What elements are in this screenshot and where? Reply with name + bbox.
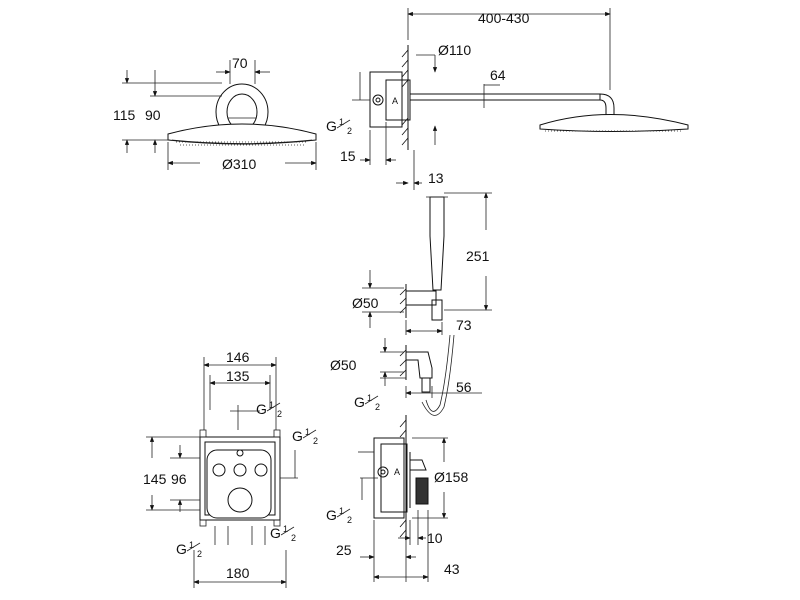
mark-a-top: A	[392, 96, 398, 106]
dim-56: 56	[456, 379, 472, 395]
concealed-box-side-view: A Ø158 G 1 2 10 25 43	[326, 415, 468, 582]
thread-g-box-bl: G	[176, 541, 187, 557]
thread-num-box-top: 1	[269, 400, 274, 410]
thread-den-box-bl: 2	[197, 549, 202, 559]
thread-g-box-right: G	[292, 428, 303, 444]
dim-96: 96	[171, 471, 187, 487]
hand-shower-view: 251 Ø50 73 Ø50 56 G 1 2	[330, 192, 492, 416]
dim-90: 90	[145, 107, 161, 123]
thread-num-top: 1	[339, 117, 344, 127]
concealed-box-front-view: 146 135 G 1 2 145 96 G 1 2 G 1	[143, 349, 318, 588]
dim-d310: Ø310	[222, 156, 256, 172]
thread-den-box-br: 2	[291, 533, 296, 543]
dim-180: 180	[226, 565, 250, 581]
dim-251: 251	[466, 248, 490, 264]
dim-43: 43	[444, 561, 460, 577]
dim-d50-outlet: Ø50	[330, 357, 357, 373]
thread-den-side: 2	[347, 515, 352, 525]
thread-g-box-br: G	[270, 525, 281, 541]
thread-den-box-right: 2	[313, 436, 318, 446]
thread-g-side: G	[326, 507, 337, 523]
dim-400-430: 400-430	[478, 10, 530, 26]
dim-15: 15	[340, 148, 356, 164]
thread-den-box-top: 2	[277, 409, 282, 419]
dim-135: 135	[226, 368, 250, 384]
thread-g-hose: G	[354, 394, 365, 410]
thread-den-top: 2	[347, 126, 352, 136]
head-shower-side-view: A 400-430 Ø110 64 G 1 2 15 13	[326, 8, 689, 190]
thread-num-hose: 1	[367, 393, 372, 403]
thread-num-side: 1	[339, 506, 344, 516]
thread-g-box-top: G	[256, 401, 267, 417]
dim-d158: Ø158	[434, 469, 468, 485]
dim-70: 70	[232, 55, 248, 71]
head-shower-front-view: 70 115 90 Ø310	[113, 55, 317, 172]
dim-145: 145	[143, 471, 167, 487]
mark-a-box: A	[394, 467, 400, 477]
thread-den-hose: 2	[375, 402, 380, 412]
dim-10: 10	[427, 530, 443, 546]
dim-115: 115	[113, 107, 136, 123]
dim-73: 73	[456, 317, 472, 333]
dim-d110: Ø110	[438, 42, 471, 58]
dim-d50-holder: Ø50	[352, 295, 379, 311]
thread-num-box-right: 1	[305, 427, 310, 437]
dim-13: 13	[428, 170, 444, 186]
dim-146: 146	[226, 349, 250, 365]
dim-25: 25	[336, 542, 352, 558]
dim-64: 64	[490, 67, 506, 83]
thread-num-box-bl: 1	[189, 540, 194, 550]
thread-num-box-br: 1	[283, 524, 288, 534]
thread-g-top: G	[326, 118, 337, 134]
